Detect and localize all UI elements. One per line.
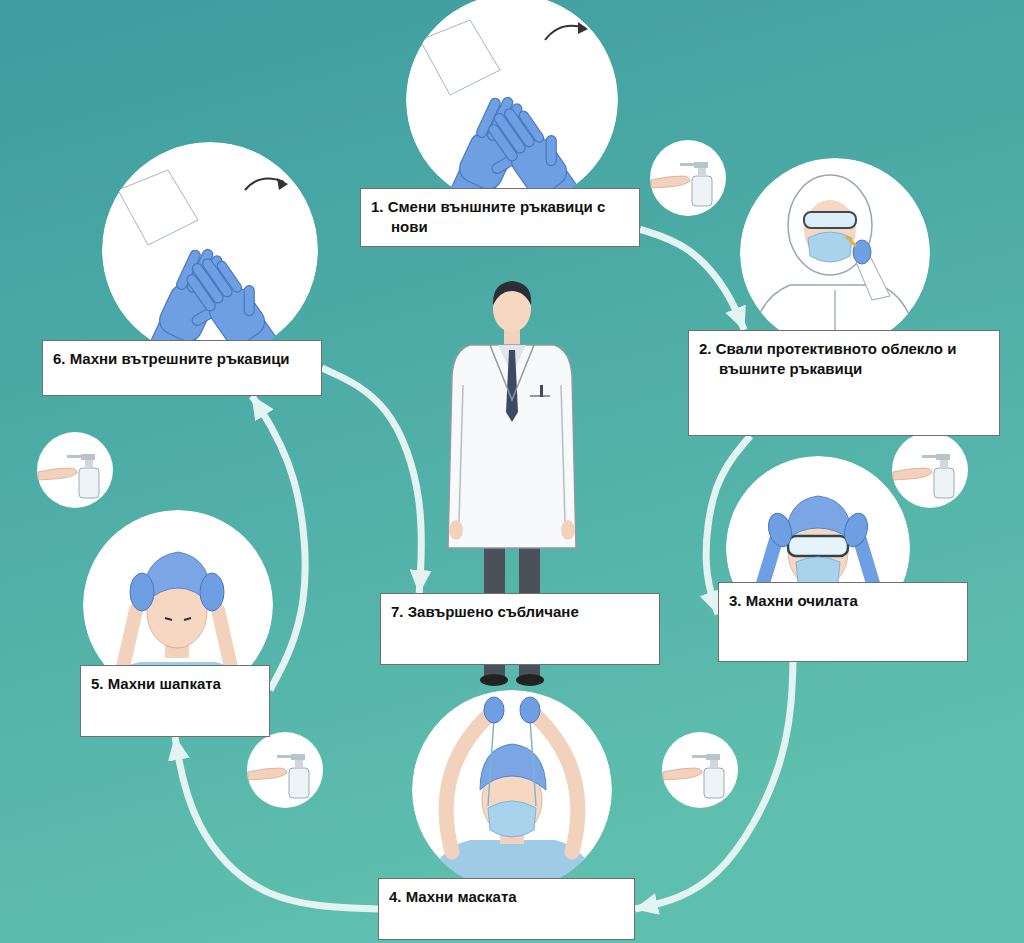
sleeve-line bbox=[459, 385, 565, 522]
step-label: 6. Махни вътрешните ръкавици bbox=[73, 349, 311, 369]
glove bbox=[130, 573, 154, 611]
step-label-box: 5. Махни шапката bbox=[80, 665, 270, 737]
flow-arrow bbox=[322, 368, 421, 593]
shoe bbox=[480, 674, 508, 686]
motion-arrow-head bbox=[578, 22, 588, 34]
suit-hood bbox=[788, 175, 872, 275]
sanitizer-icon bbox=[892, 432, 968, 508]
step-label: 2. Свали протективното облекло и въшните… bbox=[719, 339, 989, 380]
glove bbox=[841, 511, 871, 550]
step-label: 7. Завършено събличане bbox=[411, 602, 649, 622]
step-label-box: 3. Махни очилата bbox=[718, 582, 968, 662]
tie bbox=[506, 350, 518, 422]
mask bbox=[808, 232, 852, 262]
sanitizer-icon bbox=[650, 140, 726, 216]
glove bbox=[484, 697, 504, 723]
step-label-box: 4. Махни маската bbox=[378, 878, 635, 940]
sleeve bbox=[118, 170, 198, 245]
hand bbox=[561, 520, 575, 540]
hand bbox=[449, 520, 463, 540]
glove bbox=[520, 697, 540, 723]
sanitizer-icon bbox=[662, 732, 738, 808]
glove bbox=[765, 511, 795, 550]
step-label: 3. Махни очилата bbox=[749, 591, 957, 611]
shoe bbox=[516, 674, 544, 686]
flow-arrow bbox=[252, 396, 305, 690]
goggles bbox=[804, 212, 856, 228]
zipper-tab bbox=[846, 236, 856, 246]
pen bbox=[540, 385, 543, 397]
cap bbox=[786, 496, 852, 540]
hair bbox=[493, 281, 531, 305]
lapel bbox=[490, 345, 534, 400]
step-label-box: 6. Махни вътрешните ръкавици bbox=[42, 340, 322, 396]
flow-arrow bbox=[640, 229, 744, 330]
step-label: 4. Махни маската bbox=[409, 887, 624, 907]
flow-arrow bbox=[175, 737, 378, 909]
sleeve bbox=[420, 20, 500, 95]
step-label: 5. Махни шапката bbox=[111, 674, 259, 694]
step-label-box: 2. Свали протективното облекло и въшните… bbox=[688, 330, 1000, 436]
eyes bbox=[165, 618, 191, 620]
step-illustration bbox=[412, 690, 612, 900]
sanitizer-icon bbox=[37, 432, 113, 508]
lab-coat bbox=[448, 345, 576, 548]
flow-arrow bbox=[635, 662, 793, 909]
step-label-box: 7. Завършено събличане bbox=[380, 593, 660, 665]
mask-strap bbox=[488, 718, 536, 806]
goggles bbox=[788, 536, 848, 556]
mask bbox=[488, 801, 536, 837]
glove bbox=[200, 573, 224, 611]
motion-arrow-head bbox=[277, 178, 288, 190]
step-label-box: 1. Смени външните ръкавици с нови bbox=[360, 188, 640, 247]
sanitizer-icon bbox=[247, 732, 323, 808]
step-label: 1. Смени външните ръкавици с нови bbox=[391, 197, 629, 238]
